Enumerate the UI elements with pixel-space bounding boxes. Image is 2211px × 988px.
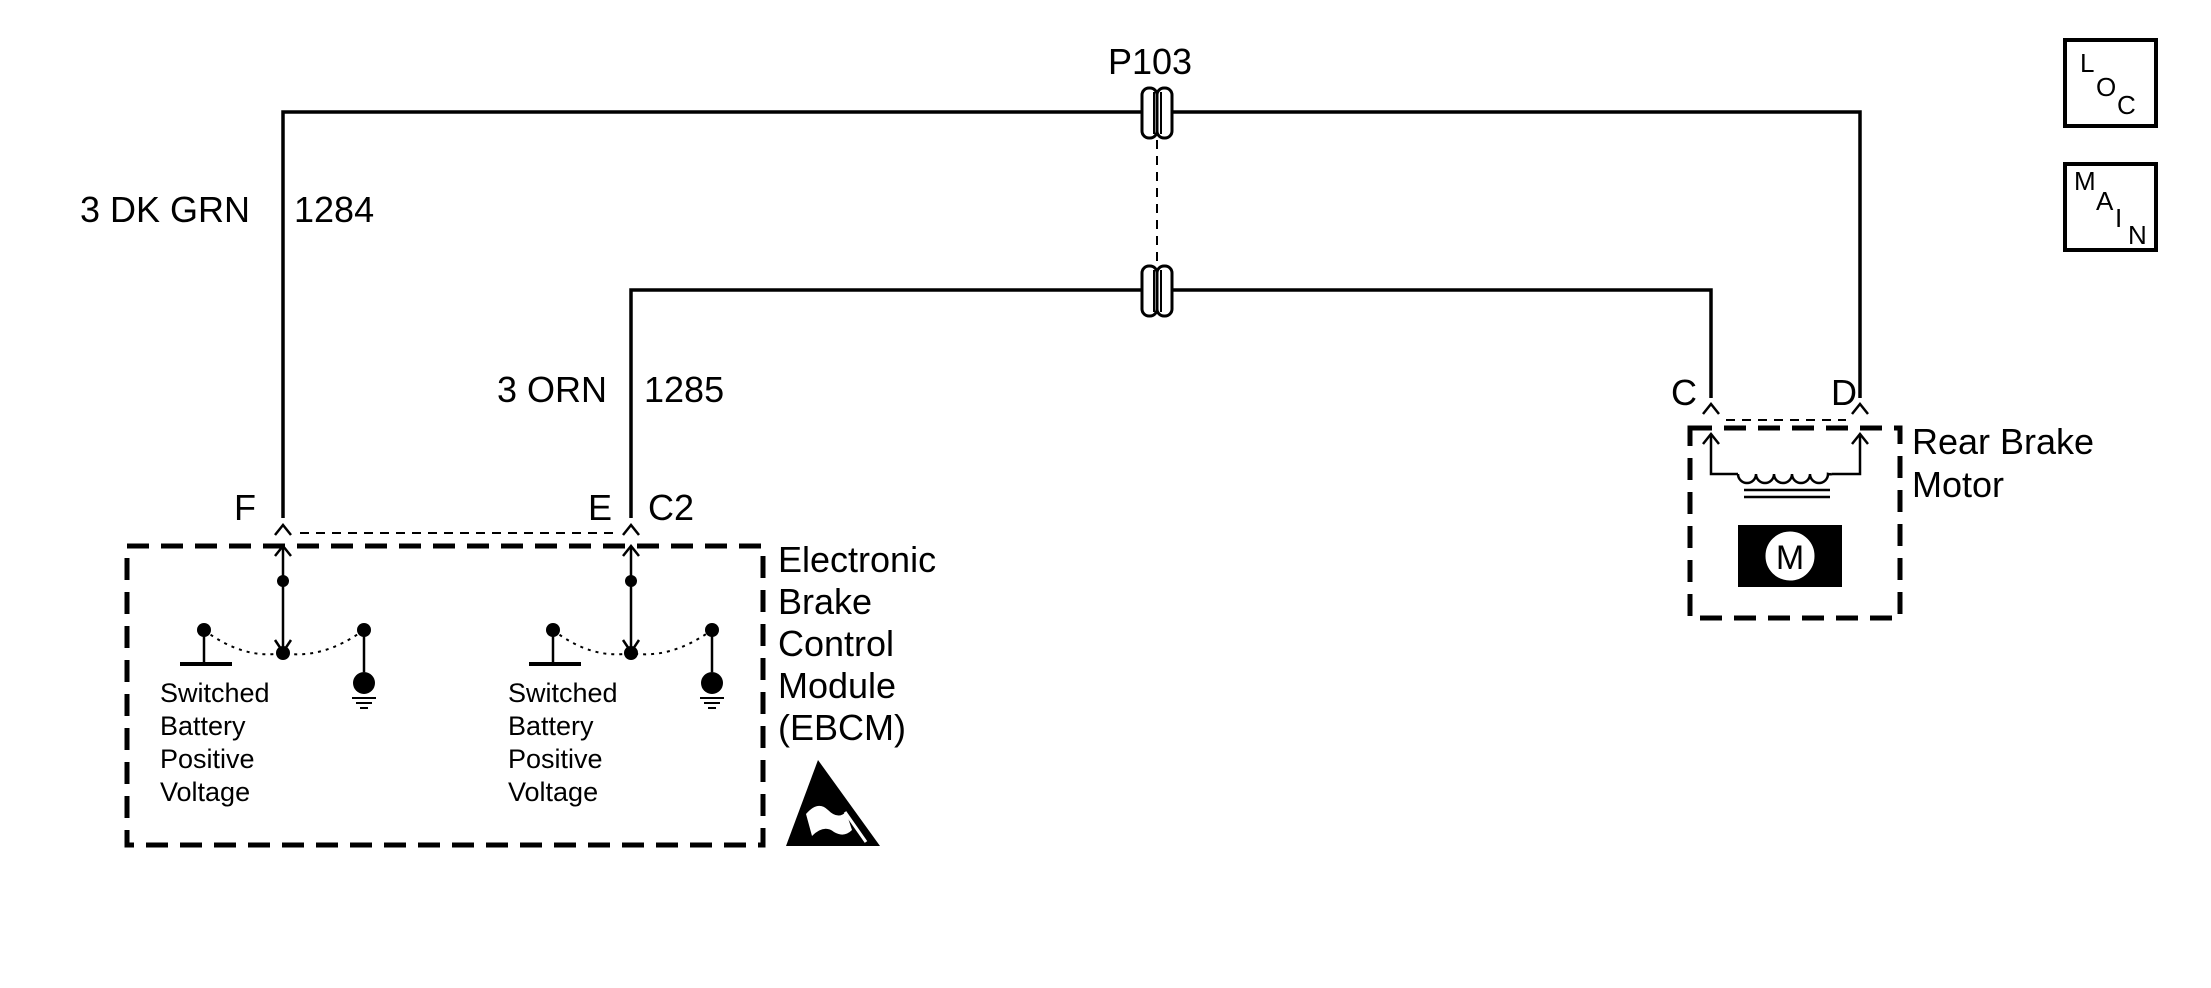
wire-1285-circuit: 1285 [644,369,724,410]
connector-p103: P103 [1108,41,1192,318]
wire-1285 [629,288,1713,518]
wire-1284 [281,110,1862,518]
connector-c2-label: C2 [648,487,694,528]
main-button[interactable]: M A I N [2063,162,2158,252]
ground-icon [352,672,376,709]
motor-icon: M [1738,525,1842,587]
main-letter-n: N [2128,220,2147,250]
wire-1284-color: 3 DK GRN [80,189,250,230]
loc-letter-l: L [2080,48,2094,78]
pin-e-label: E [588,487,612,528]
motor-boundary [1687,425,1903,621]
motor-symbol: M [1776,539,1804,577]
loc-button[interactable]: L O C [2063,38,2158,128]
pin-e-terminal [622,522,640,536]
loc-letter-o: O [2096,72,2116,102]
connector-label: P103 [1108,41,1192,82]
pin-d-label: D [1831,372,1857,413]
wire-1284-circuit: 1284 [294,189,374,230]
motor-name: Rear Brake Motor [1912,421,2104,505]
switched-voltage-label: Switched Battery Positive Voltage [160,678,277,807]
ground-icon [700,672,724,709]
rear-brake-motor: C D M Rear Brake Motor [1671,372,2104,621]
switched-voltage-label: Switched Battery Positive Voltage [508,678,625,807]
pin-f-label: F [234,487,256,528]
pin-f-terminal [274,522,292,536]
pin-c-label: C [1671,372,1697,413]
main-letter-a: A [2096,186,2114,216]
switch-circuit-e: Switched Battery Positive Voltage [508,543,724,807]
switch-circuit-f: Switched Battery Positive Voltage [160,543,376,807]
esd-warning-icon [786,760,880,846]
ebcm-boundary [124,543,766,848]
ebcm-module: F E C2 Switched Battery [124,487,946,848]
loc-letter-c: C [2117,90,2136,120]
wire-1285-color: 3 ORN [497,369,607,410]
ebcm-name: Electronic Brake Control Module (EBCM) [778,539,946,748]
main-letter-i: I [2115,203,2122,233]
main-letter-m: M [2074,166,2096,196]
